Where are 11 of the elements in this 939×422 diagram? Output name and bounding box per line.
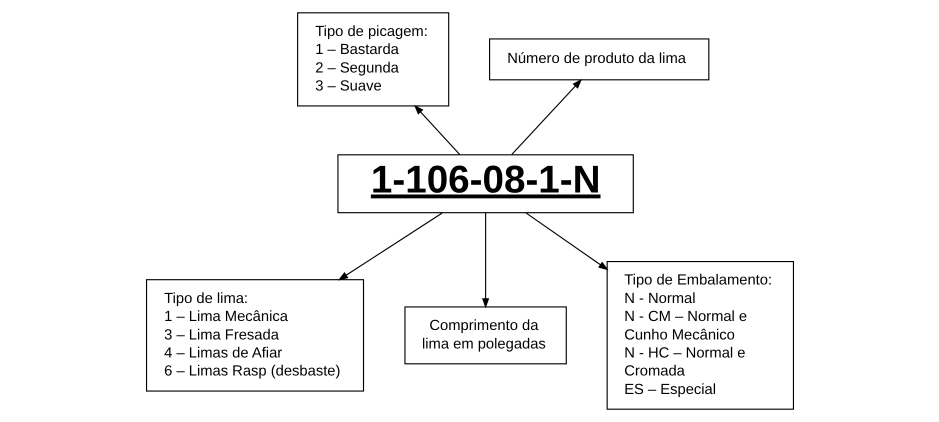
arrow (510, 78, 582, 155)
node-box: Tipo de picagem: 1 – Bastarda 2 – Segunda 3 – Suave (296, 12, 449, 106)
arrow (482, 212, 489, 308)
node-box: Tipo de lima: 1 – Lima Mecânica 3 – Lima Fresada 4 – Limas de Afiar 6 – Limas Rasp (desbaste) (145, 279, 364, 392)
node-box: Comprimento da lima em polegadas (404, 306, 566, 364)
arrow (337, 212, 442, 281)
node-box: Número de produto da lima (488, 38, 709, 80)
arrow (413, 104, 460, 155)
node-box: Tipo de Embalamento: N - Normal N - CM – Normal e Cunho Mecânico N - HC – Normal e Cromada ES – Especial (606, 260, 794, 410)
node-box: 1-106-08-1-N (336, 154, 634, 214)
arrow (525, 212, 608, 270)
